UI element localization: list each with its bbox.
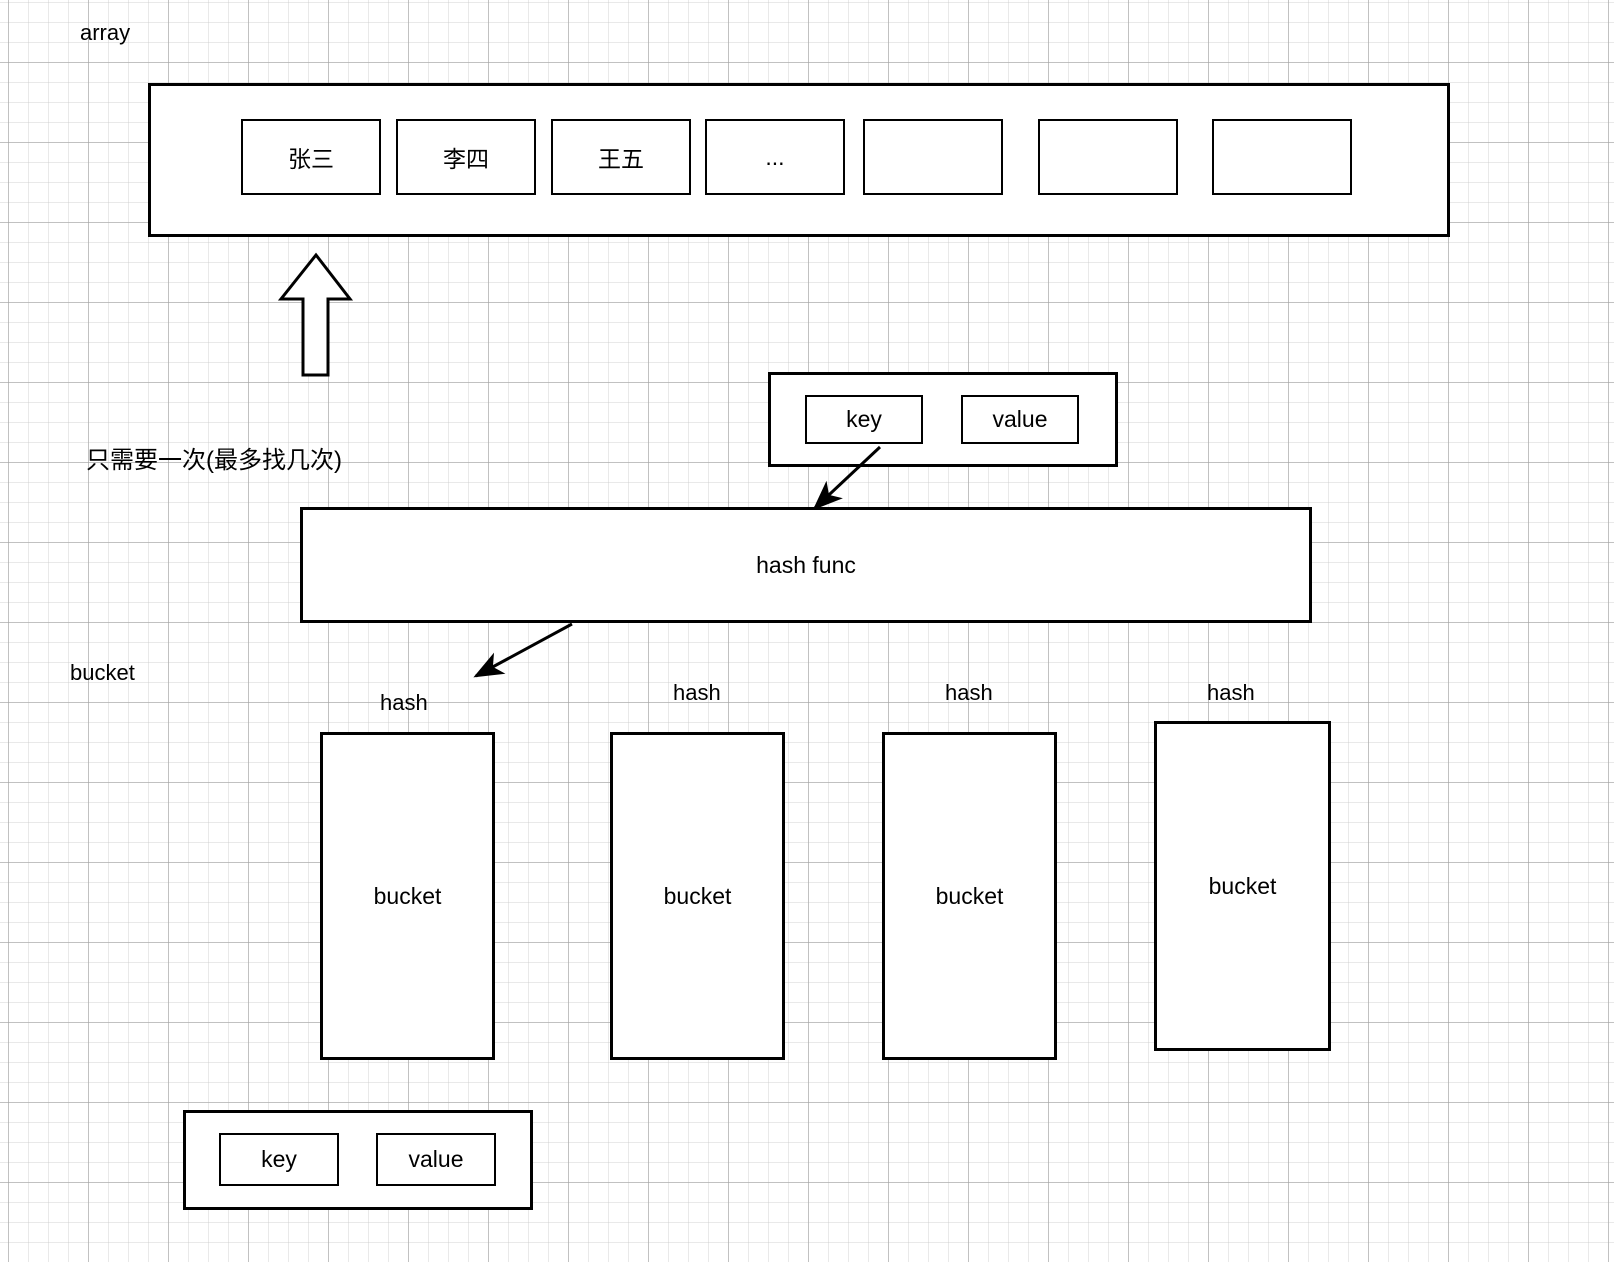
bucket-hash-label-3: hash bbox=[1207, 680, 1255, 705]
bucket-hash-label-2: hash bbox=[945, 680, 993, 705]
bucket-box-1[interactable]: bucket bbox=[610, 732, 785, 1060]
array-cell-5[interactable] bbox=[1038, 119, 1178, 195]
bucket-box-0[interactable]: bucket bbox=[320, 732, 495, 1060]
kv-bottom-value-box[interactable]: value bbox=[376, 1133, 496, 1186]
bucket-box-2[interactable]: bucket bbox=[882, 732, 1057, 1060]
array-label: array bbox=[80, 20, 131, 45]
array-cell-1[interactable]: 李四 bbox=[396, 119, 536, 195]
kv-top-key-box[interactable]: key bbox=[805, 395, 923, 444]
array-cell-2[interactable]: 王五 bbox=[551, 119, 691, 195]
bucket-hash-label-1: hash bbox=[673, 680, 721, 705]
array-cell-4[interactable] bbox=[863, 119, 1003, 195]
array-cell-3[interactable]: ... bbox=[705, 119, 845, 195]
bucket-box-3[interactable]: bucket bbox=[1154, 721, 1331, 1051]
arrow-hashfunc-to-bucket bbox=[473, 622, 573, 678]
note-label-cn: 只需要一次(最多找几次) bbox=[86, 447, 342, 474]
bucket-hash-label-0: hash bbox=[380, 690, 428, 715]
array-cell-6[interactable] bbox=[1212, 119, 1352, 195]
hash-func-box[interactable]: hash func bbox=[300, 507, 1312, 623]
bucket-side-label: bucket bbox=[70, 660, 135, 685]
array-cell-0[interactable]: 张三 bbox=[241, 119, 381, 195]
block-arrow-up bbox=[277, 252, 354, 377]
kv-bottom-key-box[interactable]: key bbox=[219, 1133, 339, 1186]
kv-top-value-box[interactable]: value bbox=[961, 395, 1079, 444]
